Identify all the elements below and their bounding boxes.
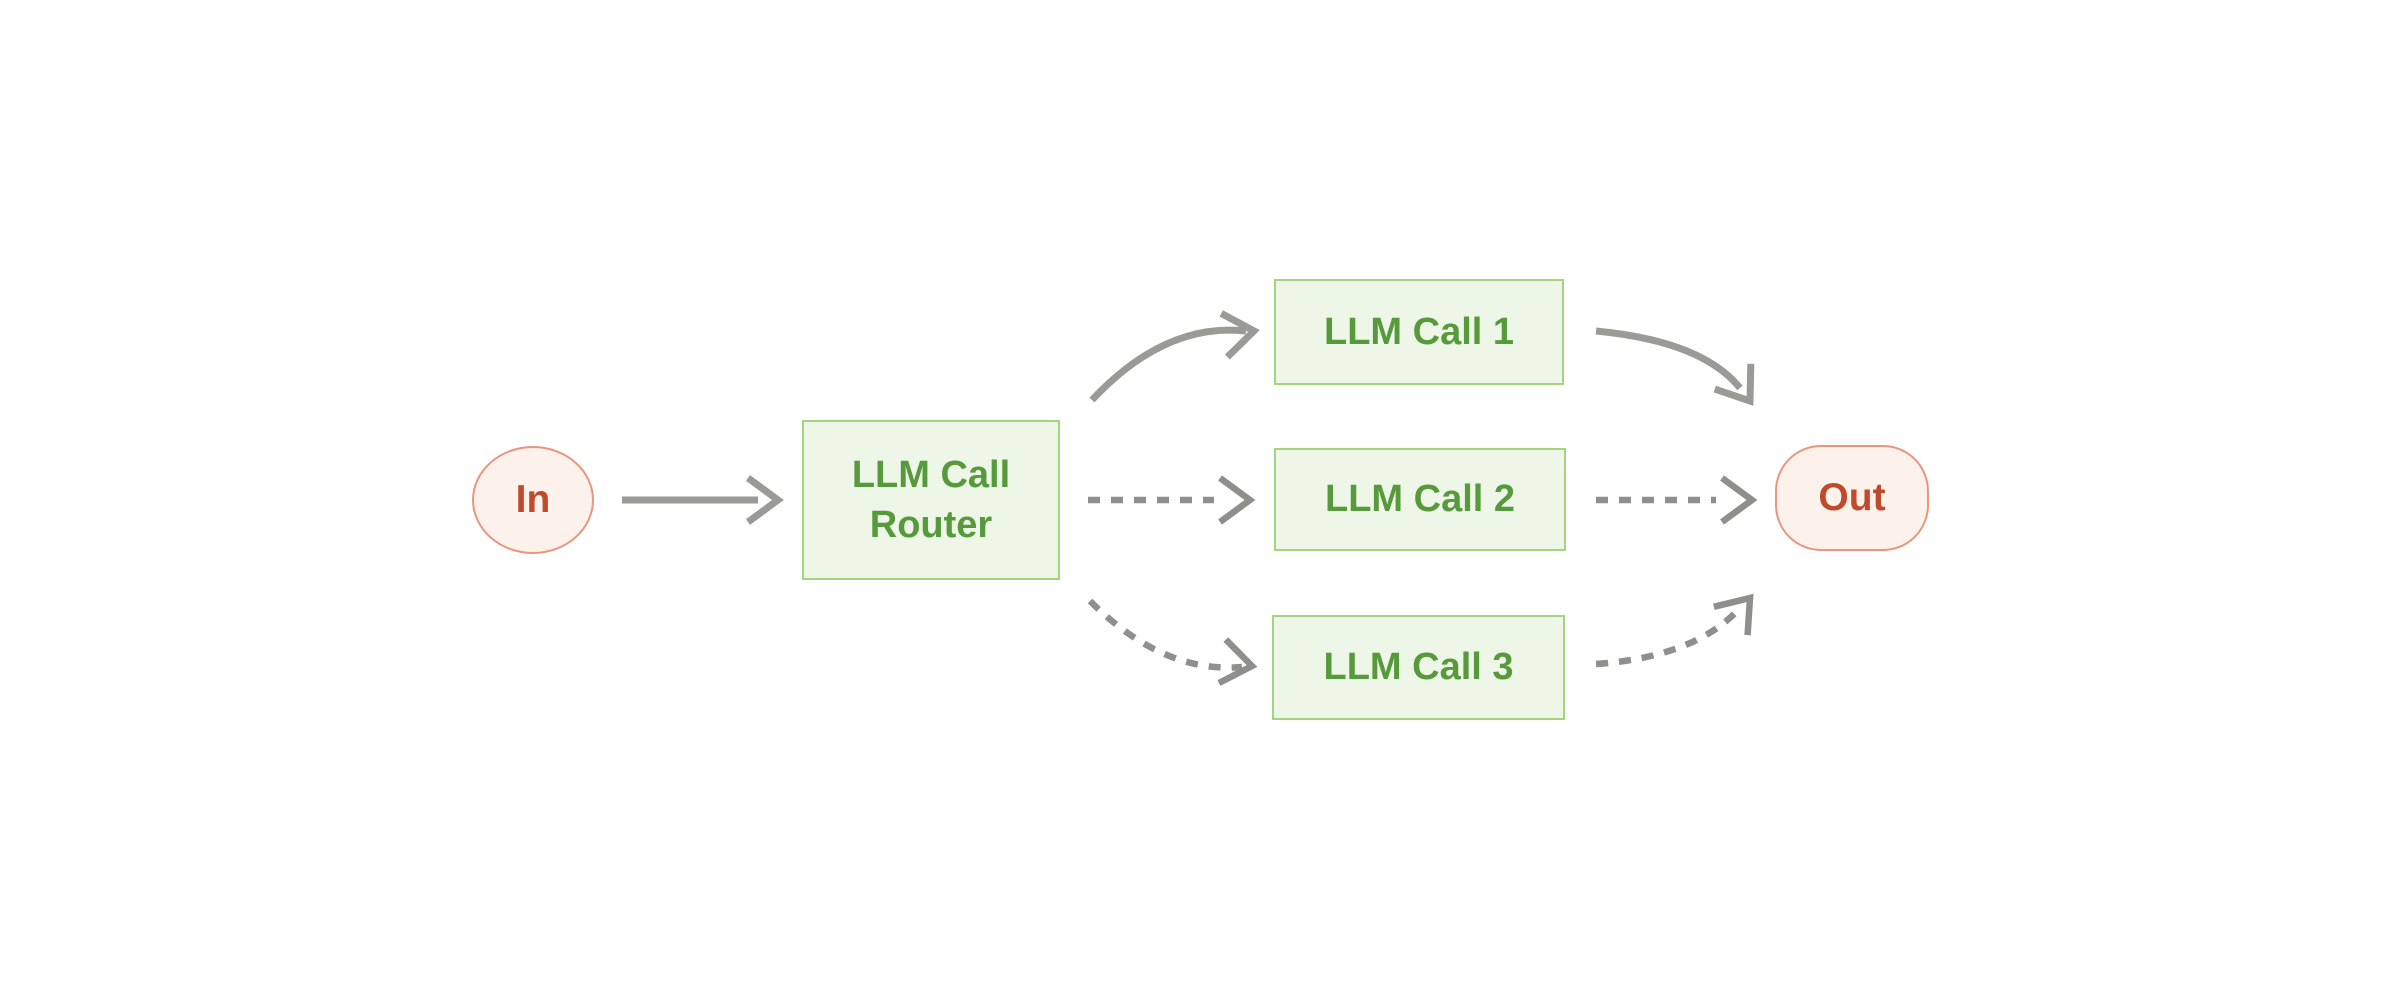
node-llm-call-3: LLM Call 3 (1272, 615, 1565, 720)
node-llm-call-3-label: LLM Call 3 (1323, 646, 1514, 689)
node-llm-call-router-label: LLM Call Router (851, 453, 1011, 546)
node-llm-call-2: LLM Call 2 (1274, 448, 1566, 551)
node-in-label: In (515, 478, 551, 521)
arrowhead-right-icon (745, 475, 784, 525)
node-in: In (472, 446, 594, 554)
edge-call1-out (1595, 327, 1755, 406)
edge-router-call2 (1088, 475, 1256, 525)
edge-in-router (622, 475, 784, 525)
edge-router-call3 (1087, 598, 1258, 686)
edge-router-call1 (1089, 310, 1260, 403)
edge-call2-out (1596, 475, 1758, 525)
arrowhead-down-right-icon (1217, 637, 1258, 686)
arrowhead-right-icon (1218, 475, 1256, 525)
node-out: Out (1775, 445, 1929, 551)
arrowhead-down-right-icon (1713, 363, 1755, 406)
node-out-label: Out (1818, 476, 1886, 519)
arrowhead-right-icon (1720, 475, 1758, 525)
node-llm-call-router: LLM Call Router (802, 420, 1060, 580)
node-llm-call-2-label: LLM Call 2 (1324, 478, 1516, 521)
node-llm-call-1-label: LLM Call 1 (1323, 310, 1515, 353)
edge-call3-out (1595, 593, 1754, 668)
node-llm-call-1: LLM Call 1 (1274, 279, 1564, 385)
arrowhead-up-right-icon (1219, 310, 1260, 360)
arrowhead-up-right-icon (1713, 593, 1754, 636)
